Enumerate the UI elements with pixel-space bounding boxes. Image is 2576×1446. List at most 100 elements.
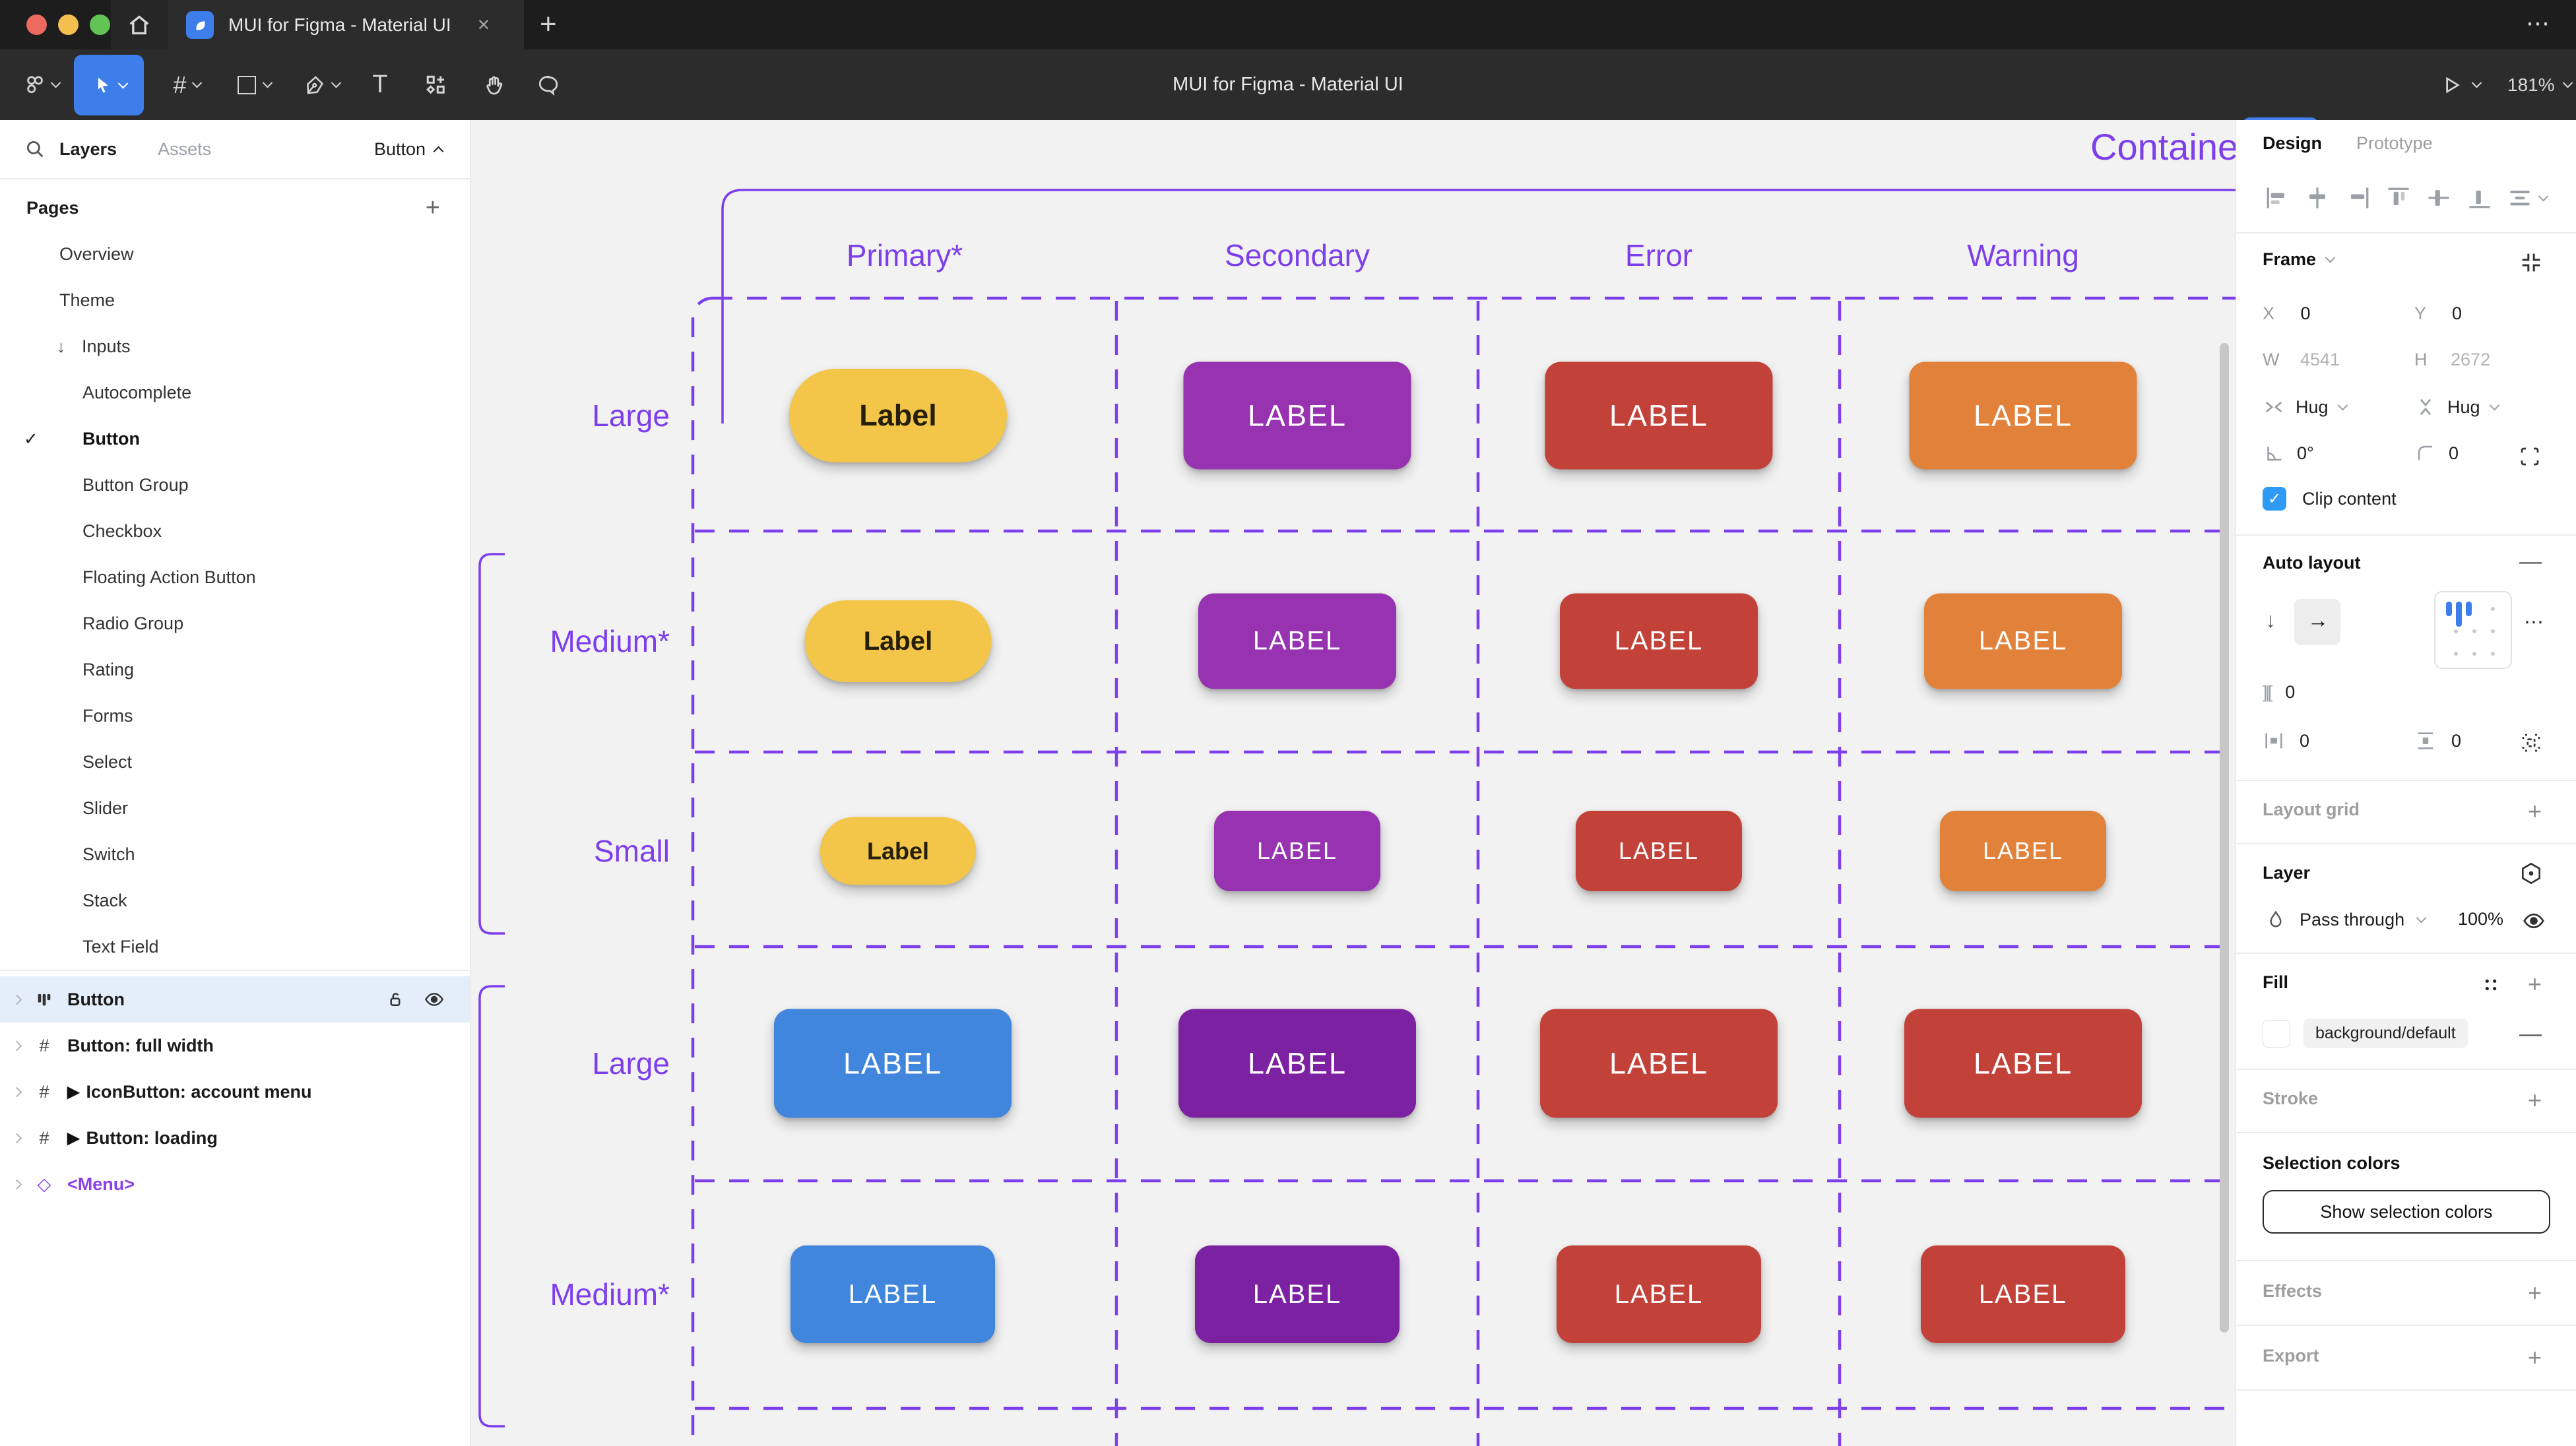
page-item-switch[interactable]: Switch [82,844,135,864]
button-default-primary-large[interactable]: LABEL [774,1009,1012,1118]
tab-assets[interactable]: Assets [158,139,212,159]
button-contained-warning-small[interactable]: LABEL [1940,811,2106,891]
opacity-field[interactable]: 100% [2457,909,2503,929]
add-layout-grid-button[interactable]: + [2527,798,2542,825]
button-default-secondary-medium[interactable]: LABEL [1195,1245,1400,1343]
button-contained-primary-small[interactable]: Label [820,817,976,885]
button-contained-secondary-small[interactable]: LABEL [1214,811,1380,891]
canvas[interactable]: Contained Primary* Secondary Error Warni… [470,120,2236,1446]
zoom-window-button[interactable] [90,15,110,35]
alignment-anchor-widget[interactable] [2434,591,2512,669]
layer-item-button-full-width[interactable]: # Button: full width [0,1022,470,1069]
page-item-autocomplete[interactable]: Autocomplete [82,382,192,402]
hand-tool-button[interactable] [471,49,517,120]
blend-mode-icon[interactable] [2518,860,2544,887]
page-item-select[interactable]: Select [82,751,133,772]
direction-right-button[interactable]: → [2307,608,2329,632]
button-contained-primary-medium[interactable]: Label [804,600,992,682]
layer-item-iconbutton-account-menu[interactable]: # ▶ IconButton: account menu [0,1069,470,1115]
checkbox-checked-icon[interactable]: ✓ [2263,487,2286,511]
button-contained-error-large[interactable]: LABEL [1545,362,1773,470]
column-header-error[interactable]: Error [1625,238,1693,272]
fill-row[interactable]: background/default [2263,1019,2576,1048]
text-tool-button[interactable]: T [360,49,400,120]
page-item-slider[interactable]: Slider [82,798,129,818]
align-horizontal-center-icon[interactable] [2303,183,2332,212]
frame-h-field[interactable]: H 2672 [2414,350,2491,369]
frame-y-field[interactable]: Y 0 [2414,303,2463,323]
fill-color-swatch[interactable] [2263,1019,2290,1048]
clip-content-row[interactable]: ✓ Clip content [2263,487,2576,511]
button-default-primary-medium[interactable]: LABEL [790,1245,995,1343]
frame-w-field[interactable]: W 4541 [2263,350,2340,369]
styles-icon[interactable] [2480,974,2502,996]
frame-x-field[interactable]: X 0 [2263,303,2311,323]
add-export-button[interactable]: + [2527,1344,2542,1371]
search-icon[interactable] [24,138,46,160]
button-contained-primary-large[interactable]: Label [789,369,1007,462]
row-label-large-2[interactable]: Large [592,1046,670,1081]
chevron-right-icon[interactable] [11,1086,22,1097]
vertical-padding-field[interactable]: 0 [2414,730,2576,752]
column-header-warning[interactable]: Warning [1967,238,2079,272]
column-header-secondary[interactable]: Secondary [1225,238,1370,272]
corner-radius-field[interactable]: 0 [2414,442,2576,464]
add-page-button[interactable]: + [425,193,440,222]
distribute-menu[interactable] [2505,183,2549,212]
chevron-right-icon[interactable] [11,1133,22,1143]
show-selection-colors-button[interactable]: Show selection colors [2263,1190,2550,1234]
minimize-window-button[interactable] [58,15,79,35]
vertical-sizing-dropdown[interactable]: Hug [2414,396,2576,418]
page-item-overview[interactable]: Overview [59,243,134,264]
vertical-scrollbar[interactable] [2220,343,2229,1333]
page-item-button-group[interactable]: Button Group [82,474,189,495]
button-contained-warning-medium[interactable]: LABEL [1924,593,2122,689]
eye-icon[interactable] [2522,909,2546,933]
row-label-medium-2[interactable]: Medium* [550,1277,670,1311]
button-contained-error-medium[interactable]: LABEL [1560,593,1758,689]
page-item-floating-action-button[interactable]: Floating Action Button [82,567,256,587]
page-item-theme[interactable]: Theme [59,290,115,310]
align-bottom-icon[interactable] [2465,183,2494,212]
layer-item-menu[interactable]: ◇ <Menu> [0,1161,470,1207]
add-stroke-button[interactable]: + [2527,1086,2542,1114]
page-item-button[interactable]: ✓ Button [24,428,140,449]
tab-close-icon[interactable]: × [477,13,490,36]
direction-down-button[interactable]: ↓ [2265,608,2276,632]
frame-title[interactable]: Contained [2090,126,2236,168]
close-window-button[interactable] [26,15,47,35]
tab-prototype[interactable]: Prototype [2356,133,2433,153]
chevron-right-icon[interactable] [11,1179,22,1189]
page-item-forms[interactable]: Forms [82,705,133,726]
pen-tool-button[interactable] [292,49,351,120]
column-header-primary[interactable]: Primary* [846,238,963,272]
tab-layers[interactable]: Layers [59,139,117,159]
page-item-checkbox[interactable]: Checkbox [82,520,162,541]
tab-mui-for-figma[interactable]: MUI for Figma - Material UI × [168,0,524,49]
gap-field[interactable]: ]|[ 0 [2263,682,2296,702]
horizontal-padding-field[interactable]: 0 [2263,730,2576,752]
align-vertical-center-icon[interactable] [2424,183,2453,212]
direction-horizontal-selected[interactable] [2294,599,2340,645]
tab-design[interactable]: Design [2263,133,2323,153]
button-contained-warning-large[interactable]: LABEL [1909,362,2137,470]
page-item-rating[interactable]: Rating [82,659,135,679]
chevron-right-icon[interactable] [11,1040,22,1051]
main-menu-button[interactable] [12,49,70,120]
button-default-warning-large[interactable]: LABEL [1904,1009,2142,1118]
add-fill-button[interactable]: + [2527,970,2542,997]
align-left-icon[interactable] [2263,183,2292,212]
individual-padding-icon[interactable] [2519,731,2543,755]
blend-mode-dropdown[interactable]: Pass through [2265,909,2576,930]
layer-item-button-loading[interactable]: # ▶ Button: loading [0,1115,470,1161]
window-more-icon[interactable]: ⋯ [2526,9,2552,36]
button-contained-secondary-medium[interactable]: LABEL [1198,593,1396,689]
move-tool-button[interactable] [74,55,144,115]
page-item-radio-group[interactable]: Radio Group [82,613,184,633]
resources-tool-button[interactable] [413,49,459,120]
page-item-inputs[interactable]: ↓ Inputs [57,336,131,356]
row-label-medium[interactable]: Medium* [550,624,670,658]
page-item-stack[interactable]: Stack [82,890,127,910]
page-item-text-field[interactable]: Text Field [82,936,159,957]
align-right-icon[interactable] [2344,183,2373,212]
